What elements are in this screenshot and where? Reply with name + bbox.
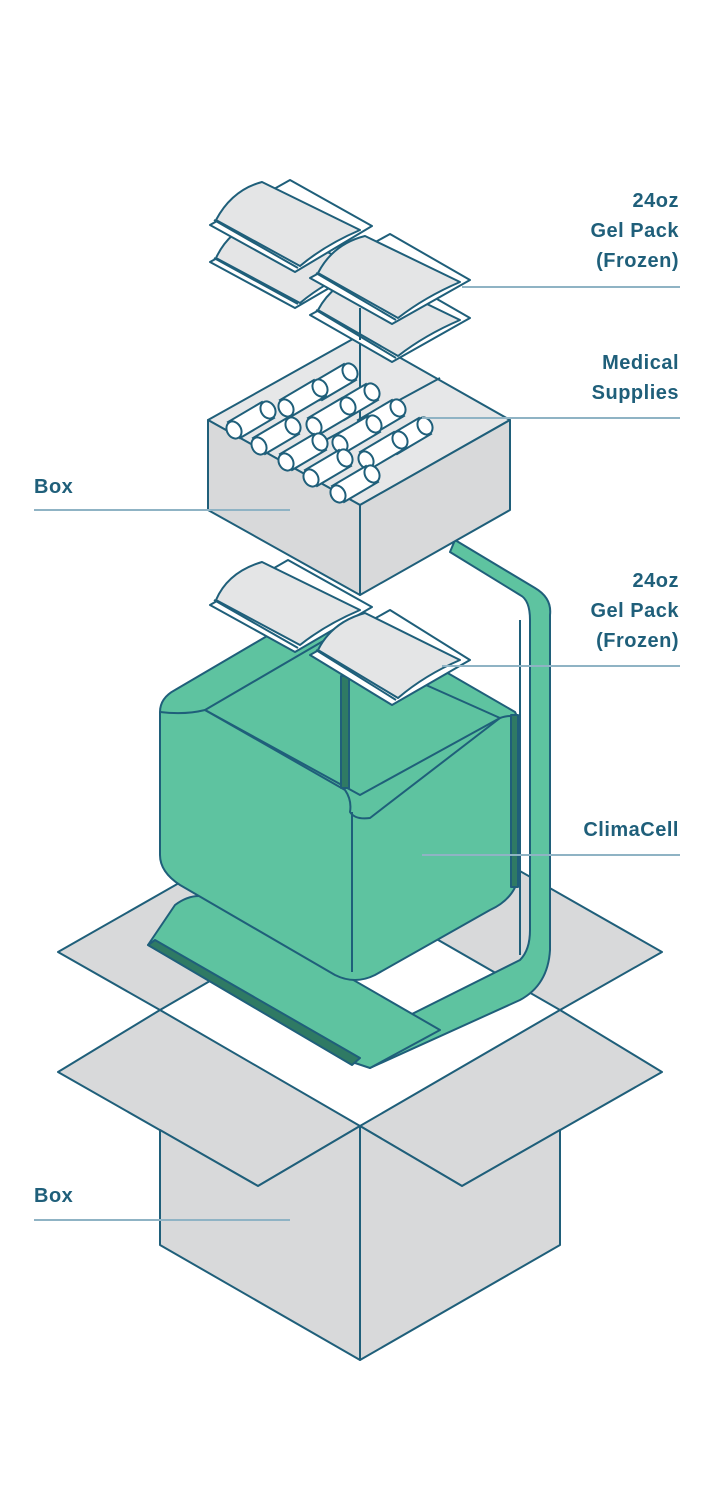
gel-pack-middle-left	[209, 559, 373, 653]
climacell-liner	[147, 539, 552, 1069]
label-box-outer: Box	[34, 1181, 73, 1211]
label-medical-supplies: Medical Supplies	[592, 348, 679, 408]
vial-back-cap	[389, 398, 407, 418]
label-climacell-text: ClimaCell	[583, 819, 679, 841]
vial-back-cap	[391, 430, 409, 450]
vial-back-cap	[341, 362, 359, 382]
label-medical-supplies-line-2: Supplies	[591, 382, 679, 404]
vial-back-cap	[339, 396, 357, 416]
label-gel-pack-top-line-3: (Frozen)	[596, 250, 679, 272]
vial-cap	[250, 436, 268, 456]
label-gel-pack-top: 24oz Gel Pack (Frozen)	[590, 186, 679, 276]
gel-pack-top-front-right	[309, 233, 471, 325]
vial-back-cap	[311, 378, 329, 398]
label-gel-pack-middle-line-3: (Frozen)	[596, 630, 679, 652]
outer-box-right-face	[359, 1125, 561, 1361]
gel-pack-middle-right	[309, 609, 471, 706]
label-box-inner-text: Box	[34, 476, 74, 498]
vial-back-cap	[284, 416, 302, 436]
label-climacell: ClimaCell	[583, 815, 679, 845]
medical-supply-vials	[225, 362, 434, 504]
label-gel-pack-top-line-2: Gel Pack	[590, 220, 679, 242]
vial-cap	[277, 398, 295, 418]
climacell-front-ridge	[159, 709, 519, 820]
climacell-bottom-edge	[147, 939, 361, 1066]
label-gel-pack-middle-line-2: Gel Pack	[590, 600, 679, 622]
label-gel-pack-middle: 24oz Gel Pack (Frozen)	[590, 566, 679, 656]
climacell-side-seam	[510, 714, 519, 888]
inner-box-right-face	[359, 419, 511, 596]
vial-cap	[225, 420, 243, 440]
vial-cap	[302, 468, 320, 488]
climacell-inner-seam	[340, 675, 350, 789]
leader-lines	[34, 286, 680, 1221]
vial-back-cap	[336, 448, 354, 468]
gel-pack-top-front-left	[209, 179, 373, 273]
label-gel-pack-middle-line-1: 24oz	[632, 570, 679, 592]
vial-back-cap	[416, 416, 434, 436]
label-box-inner: Box	[34, 472, 73, 502]
vial-back-cap	[365, 414, 383, 434]
vial-cap	[277, 452, 295, 472]
vial-cap	[329, 484, 347, 504]
vial-back-cap	[363, 382, 381, 402]
label-gel-pack-top-line-1: 24oz	[632, 190, 679, 212]
vial-back-cap	[311, 432, 329, 452]
label-box-outer-text: Box	[34, 1185, 74, 1207]
vial-back-cap	[363, 464, 381, 484]
label-medical-supplies-line-1: Medical	[602, 352, 679, 374]
vial-back-cap	[259, 400, 277, 420]
